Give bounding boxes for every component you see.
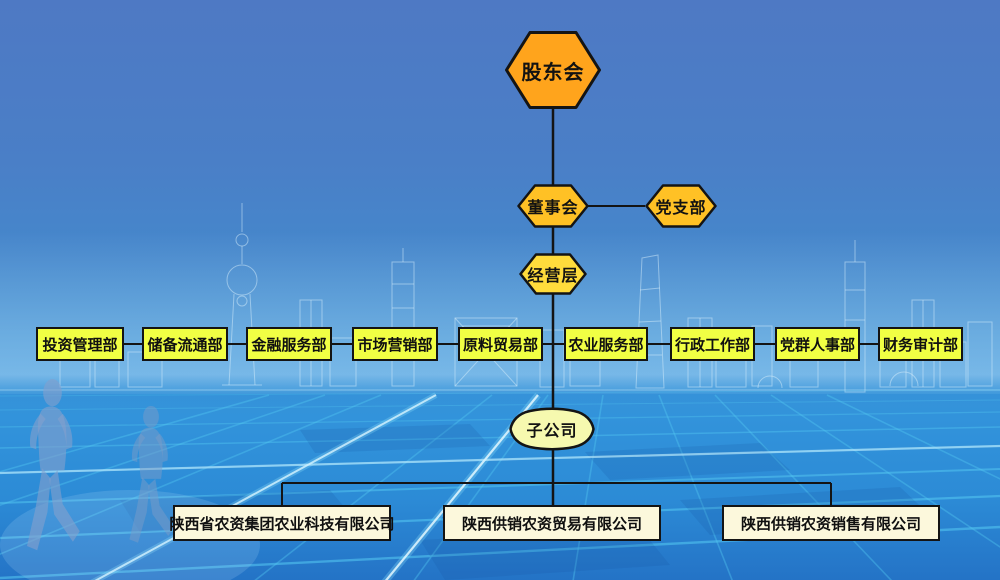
dept-box-9: 财务审计部: [878, 327, 963, 361]
dept-box-6: 农业服务部: [564, 327, 648, 361]
dept-box-7: 行政工作部: [670, 327, 755, 361]
node-label: 党支部: [655, 198, 707, 217]
node-label: 董事会: [527, 198, 579, 217]
subsidiary-box-2: 陕西供销农资贸易有限公司: [443, 505, 661, 541]
node-label: 股东会: [521, 59, 585, 84]
subsidiary-label: 陕西省农资集团农业科技有限公司: [169, 514, 395, 533]
dept-label: 储备流通部: [147, 335, 223, 354]
subsidiary-label: 陕西供销农资贸易有限公司: [461, 514, 642, 533]
dept-label: 行政工作部: [674, 335, 750, 354]
dept-label: 原料贸易部: [462, 335, 538, 354]
dept-box-2: 储备流通部: [142, 327, 228, 361]
dept-label: 金融服务部: [251, 335, 327, 354]
dept-label: 投资管理部: [42, 335, 118, 354]
node-label: 子公司: [526, 421, 578, 440]
dept-label: 市场营销部: [357, 335, 433, 354]
dept-label: 财务审计部: [882, 335, 958, 354]
dept-box-3: 金融服务部: [246, 327, 332, 361]
dept-label: 党群人事部: [779, 335, 855, 354]
node-label: 经营层: [527, 266, 579, 285]
dept-box-4: 市场营销部: [352, 327, 438, 361]
subsidiary-label: 陕西供销农资销售有限公司: [740, 514, 921, 533]
node-management-layer: 经营层: [519, 253, 587, 295]
dept-box-8: 党群人事部: [775, 327, 860, 361]
node-board-of-directors: 董事会: [517, 184, 589, 228]
node-shareholders-meeting: 股东会: [505, 31, 601, 109]
dept-box-1: 投资管理部: [36, 327, 124, 361]
subsidiary-box-3: 陕西供销农资销售有限公司: [722, 505, 940, 541]
subsidiary-box-1: 陕西省农资集团农业科技有限公司: [170, 505, 395, 541]
node-party-branch: 党支部: [645, 184, 717, 228]
dept-label: 农业服务部: [568, 335, 644, 354]
dept-box-5: 原料贸易部: [458, 327, 543, 361]
node-subsidiaries-hub: 子公司: [509, 407, 595, 451]
